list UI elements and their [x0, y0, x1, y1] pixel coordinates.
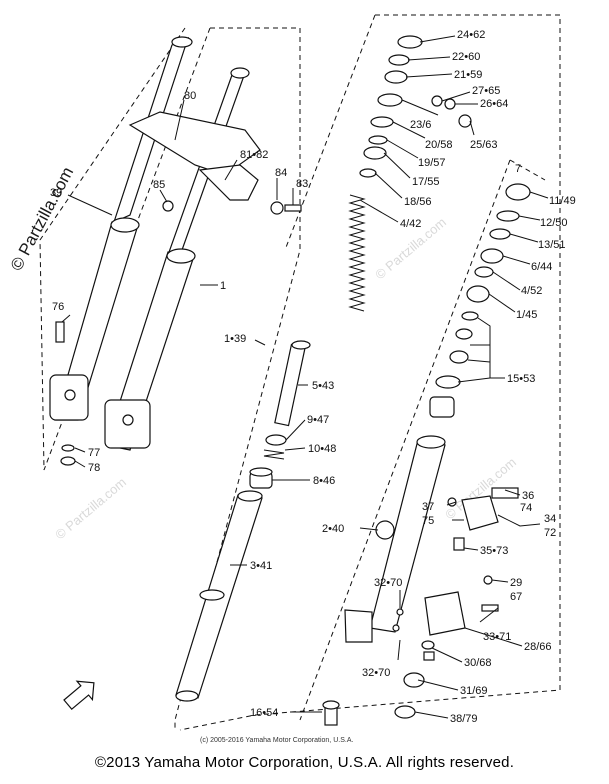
left-fork-assembly [49, 36, 302, 466]
label-24-62: 24•62 [457, 29, 485, 41]
part-labels: 24•62 22•60 21•59 27•65 26•64 23/6 25/63… [50, 29, 576, 725]
label-27-65: 27•65 [472, 85, 500, 97]
label-2-40: 2•40 [322, 523, 344, 535]
label-75: 75 [422, 515, 434, 527]
label-21-59: 21•59 [454, 69, 482, 81]
label-39: 39 [50, 187, 62, 199]
label-16-54: 16•54 [250, 707, 278, 719]
label-72: 72 [544, 527, 556, 539]
label-11-49: 11/49 [549, 195, 576, 207]
label-36: 36 [522, 490, 534, 502]
label-26-64: 26•64 [480, 98, 508, 110]
small-copyright: (c) 2005-2016 Yamaha Motor Corporation, … [200, 737, 353, 744]
label-1-39: 1•39 [224, 333, 246, 345]
label-20-58: 20/58 [425, 139, 453, 151]
label-81-82: 81•82 [240, 149, 268, 161]
label-28-66: 28/66 [524, 641, 552, 653]
label-84: 84 [275, 167, 287, 179]
damper-component-stack [344, 183, 531, 719]
label-80: 80 [184, 90, 196, 102]
label-19-57: 19/57 [418, 157, 446, 169]
label-10-48: 10•48 [308, 443, 336, 455]
exploded-view-svg: © Partzilla.com © Partzilla.com © Partzi… [7, 14, 576, 744]
label-8-46: 8•46 [313, 475, 335, 487]
label-78: 78 [88, 462, 100, 474]
label-22-60: 22•60 [452, 51, 480, 63]
label-17-55: 17/55 [412, 176, 440, 188]
label-30-68: 30/68 [464, 657, 492, 669]
label-6-44: 6/44 [531, 261, 552, 273]
leader-lines [61, 35, 549, 719]
label-74: 74 [520, 502, 532, 514]
label-1: 1 [220, 280, 226, 292]
label-32-70-a: 32•70 [374, 577, 402, 589]
label-18-56: 18/56 [404, 196, 432, 208]
label-37: 37 [422, 501, 434, 513]
label-12-50: 12/50 [540, 217, 568, 229]
label-31-69: 31/69 [460, 685, 488, 697]
label-85: 85 [153, 179, 165, 191]
partzilla-watermark: © Partzilla.com [7, 164, 78, 274]
footer-copyright: ©2013 Yamaha Motor Corporation, U.S.A. A… [94, 754, 515, 771]
front-direction-arrow-icon [63, 680, 95, 711]
label-67: 67 [510, 591, 522, 603]
label-3-41: 3•41 [250, 560, 272, 572]
label-34: 34 [544, 513, 556, 525]
inner-tube-stack [175, 35, 472, 726]
label-5-43: 5•43 [312, 380, 334, 392]
label-1-45: 1/45 [516, 309, 537, 321]
label-32-70-b: 32•70 [362, 667, 390, 679]
inner-boundary-frame [299, 159, 546, 721]
faint-watermark-2: © Partzilla.com [52, 474, 129, 542]
label-15-53: 15•53 [507, 373, 535, 385]
label-23-6: 23/6 [410, 119, 431, 131]
label-4-42: 4/42 [400, 218, 421, 230]
label-13-51: 13/51 [538, 239, 566, 251]
label-9-47: 9•47 [307, 414, 329, 426]
label-76: 76 [52, 301, 64, 313]
label-38-79: 38/79 [450, 713, 478, 725]
label-77: 77 [88, 447, 100, 459]
label-33-71: 33•71 [483, 631, 511, 643]
label-7: 7 [515, 163, 521, 175]
label-25-63: 25/63 [470, 139, 498, 151]
label-29: 29 [510, 577, 522, 589]
label-83: 83 [296, 178, 308, 190]
label-4-52: 4/52 [521, 285, 542, 297]
label-35-73: 35•73 [480, 545, 508, 557]
